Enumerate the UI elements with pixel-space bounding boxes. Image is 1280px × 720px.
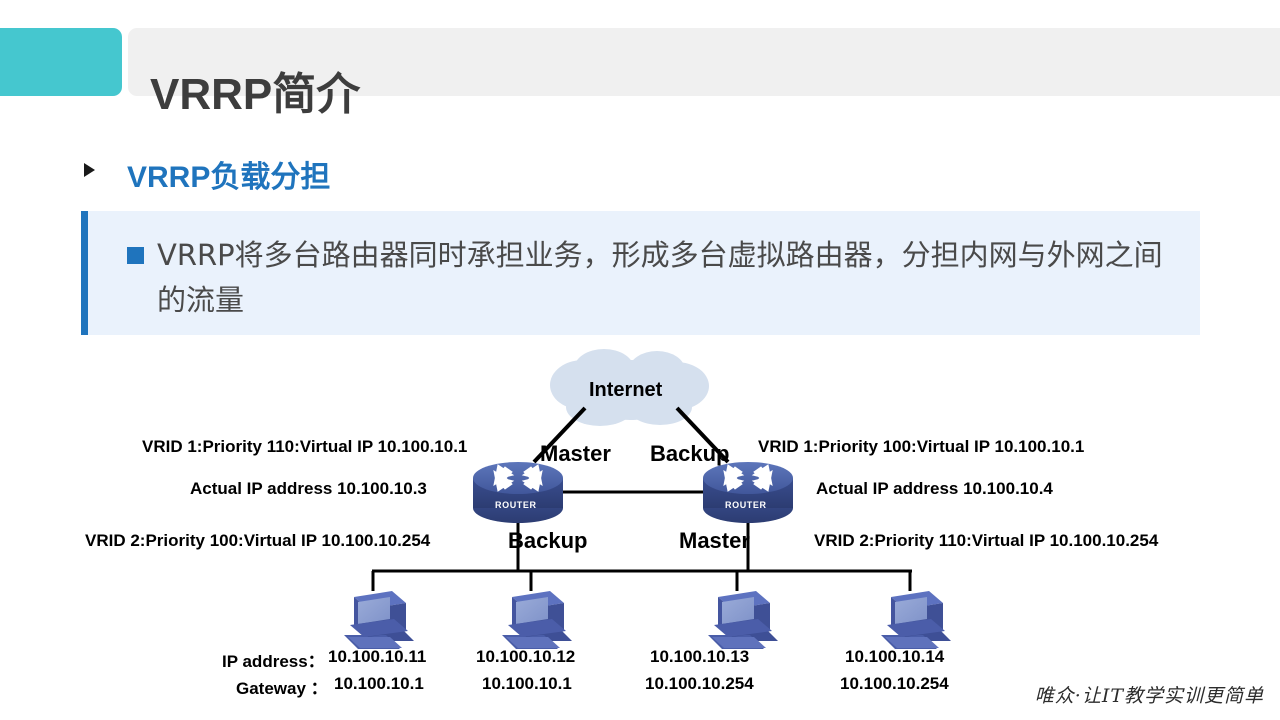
callout-text: VRRP将多台路由器同时承担业务，形成多台虚拟路由器，分担内网与外网之间的流量: [157, 238, 1163, 317]
left-router-label-vrid2: VRID 2:Priority 100:Virtual IP 10.100.10…: [85, 531, 431, 550]
router-left-badge: ROUTER: [495, 500, 537, 510]
right-router-label-vrid2: VRID 2:Priority 110:Virtual IP 10.100.10…: [814, 531, 1159, 550]
host-pc-2-icon: [502, 591, 572, 649]
link-label-right-uplink: Backup: [650, 441, 730, 466]
host-3-gateway: 10.100.10.254: [645, 674, 754, 693]
network-topology-diagram: Internet ROUTER ROUTER Master Backup Bac…: [0, 345, 1280, 720]
host-1-gateway: 10.100.10.1: [334, 674, 424, 693]
callout-accent-bar: [81, 211, 88, 335]
host-4-gateway: 10.100.10.254: [840, 674, 949, 693]
header-panel: [128, 28, 1280, 96]
triangle-right-icon: [84, 163, 95, 177]
internet-cloud-label: Internet: [589, 379, 663, 401]
page-title: VRRP简介: [150, 70, 361, 119]
description-callout: VRRP将多台路由器同时承担业务，形成多台虚拟路由器，分担内网与外网之间的流量: [81, 211, 1200, 335]
router-right-icon: [703, 462, 793, 523]
host-4-ip: 10.100.10.14: [845, 647, 945, 666]
brand-watermark: 唯众·让IT教学实训更简单: [1034, 685, 1264, 707]
host-pc-4-icon: [881, 591, 951, 649]
host-1-ip: 10.100.10.11: [328, 647, 427, 666]
slide-header: VRRP简介: [0, 28, 1280, 119]
link-label-right-downlink: Master: [679, 528, 750, 553]
left-router-label-vrid1: VRID 1:Priority 110:Virtual IP 10.100.10…: [142, 437, 468, 456]
host-table-row-label-ip: IP address：: [222, 652, 325, 671]
host-2-ip: 10.100.10.12: [476, 647, 576, 666]
header-accent-block: [0, 28, 122, 96]
internet-cloud-shape: [550, 349, 709, 426]
host-table-row-label-gateway: Gateway ：: [236, 679, 328, 698]
right-router-label-actual-ip: Actual IP address 10.100.10.4: [816, 479, 1053, 498]
router-left-icon: [473, 462, 563, 523]
host-pc-1-icon: [344, 591, 414, 649]
host-pc-3-icon: [708, 591, 778, 649]
host-3-ip: 10.100.10.13: [650, 647, 750, 666]
section-subtitle-label: VRRP负载分担: [127, 161, 331, 194]
right-router-label-vrid1: VRID 1:Priority 100:Virtual IP 10.100.10…: [758, 437, 1085, 456]
section-subtitle: VRRP负载分担: [80, 152, 780, 194]
link-label-left-uplink: Master: [540, 441, 611, 466]
host-2-gateway: 10.100.10.1: [482, 674, 572, 693]
link-label-left-downlink: Backup: [508, 528, 588, 553]
left-router-label-actual-ip: Actual IP address 10.100.10.3: [190, 479, 427, 498]
link-cloud-left-router: [532, 406, 587, 464]
link-cloud-right-router: [675, 406, 730, 464]
router-right-badge: ROUTER: [725, 500, 767, 510]
square-bullet-icon: [127, 247, 144, 264]
topology-graphics: [344, 349, 951, 649]
